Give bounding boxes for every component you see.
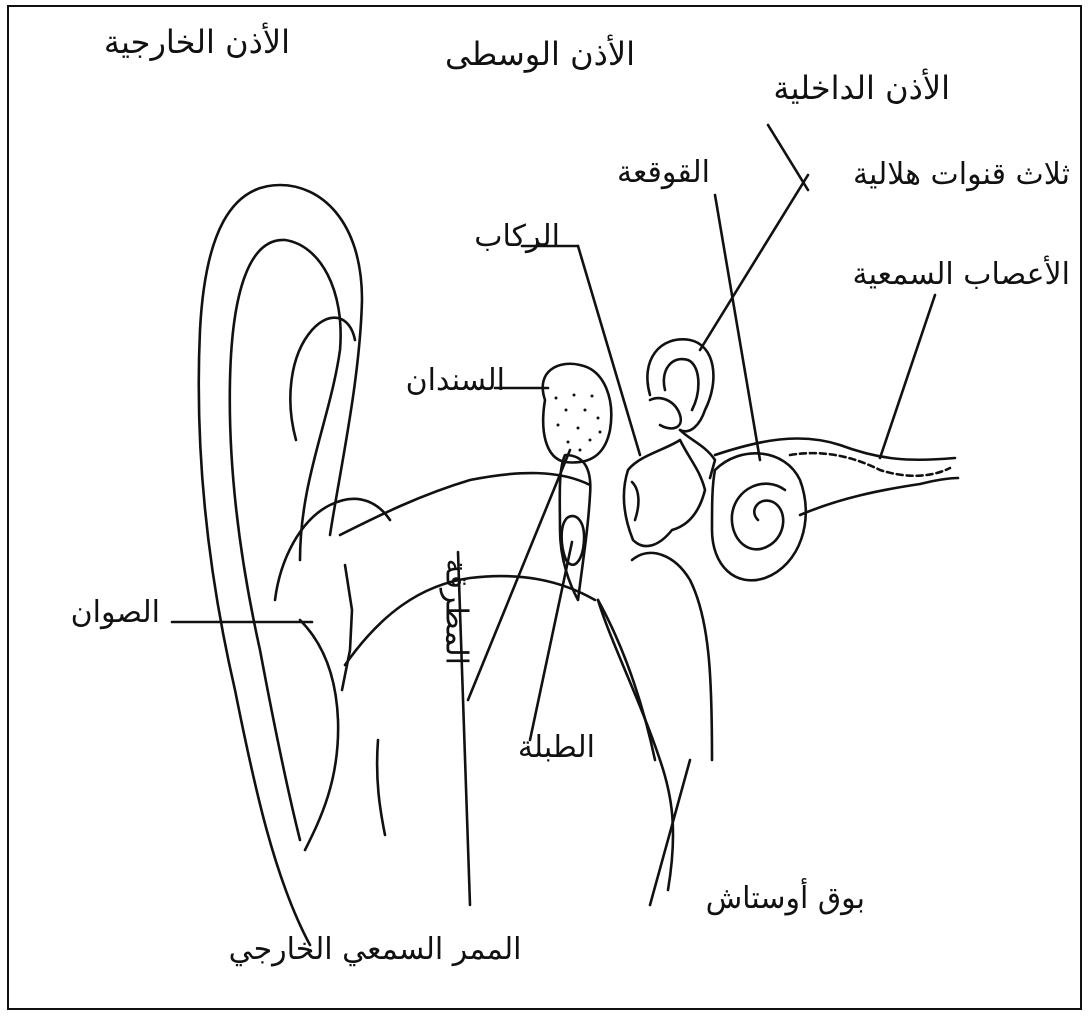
anvil-dots <box>555 394 602 452</box>
middle-ear-drawing <box>598 440 712 890</box>
ossicles-drawing <box>543 364 612 600</box>
label-stirrup: الركاب <box>474 222 560 252</box>
canal-floor <box>377 740 385 835</box>
auditory-nerve-lower <box>800 478 958 515</box>
label-hammer: المطرقة <box>440 559 470 665</box>
leader-auditory-nerves <box>880 295 935 458</box>
label-pinna: الصوان <box>71 598 160 628</box>
cochlea-outer <box>712 453 806 580</box>
hammer-head <box>562 516 584 565</box>
eustachian-upper <box>632 553 712 760</box>
canal-upper-wall <box>340 473 590 535</box>
cochlea-spiral <box>732 484 785 550</box>
pinna-tragus <box>342 565 352 690</box>
header-outer-ear: الأذن الخارجية <box>104 26 290 58</box>
semicircular-loop <box>650 398 681 428</box>
leader-eardrum <box>530 542 572 740</box>
leader-hammer <box>468 450 570 700</box>
pinna-drawing <box>199 185 390 945</box>
leader-stirrup-2 <box>578 246 640 455</box>
stirrup-shape <box>624 440 705 546</box>
header-inner-ear: الأذن الداخلية <box>773 72 950 104</box>
inner-ear-drawing <box>647 339 958 580</box>
header-middle-ear: الأذن الوسطى <box>445 38 635 70</box>
pinna-antihelix <box>290 318 355 440</box>
pinna-lobe-line <box>300 620 338 850</box>
eustachian-lower <box>598 600 673 890</box>
label-eustachian-tube: بوق أوستاش <box>706 884 865 914</box>
stirrup-inner <box>632 482 638 520</box>
auditory-nerve-upper <box>715 438 955 459</box>
label-semicircular-canals: ثلاث قنوات هلالية <box>853 160 1070 190</box>
label-eardrum: الطبلة <box>518 733 595 763</box>
label-cochlea: القوقعة <box>617 158 710 188</box>
label-ear-canal: الممر السمعي الخارجي <box>185 935 565 965</box>
leader-cochlea <box>715 195 760 460</box>
anvil-shape <box>543 364 612 463</box>
auditory-nerve-mid <box>790 453 950 476</box>
leader-inner-ear <box>768 125 808 190</box>
label-anvil: السندان <box>406 366 505 396</box>
label-auditory-nerves: الأعصاب السمعية <box>853 260 1070 290</box>
